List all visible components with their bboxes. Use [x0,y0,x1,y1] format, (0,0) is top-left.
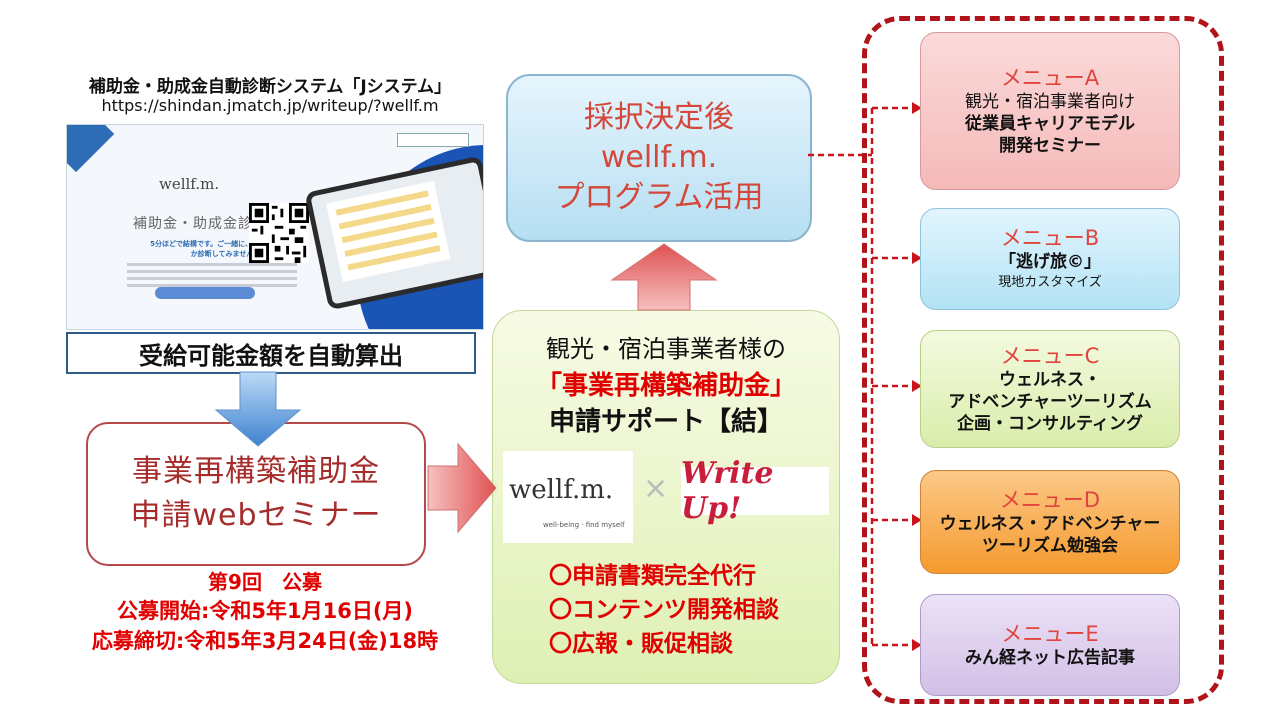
start-date: 公募開始:令和5年1月16日(月) [116,599,414,623]
service-item: 〇申請書類完全代行 [549,563,756,589]
program-box: 採択決定後 wellf.m. プログラム活用 [506,74,812,242]
deadline-date: 応募締切:令和5年3月24日(金)18時 [91,629,439,653]
down-arrow-icon [214,371,302,447]
menu-a-title: メニューA [1000,66,1100,90]
menu-d-line: ウェルネス・アドベンチャー [939,514,1161,534]
arrowhead-icon [912,514,922,526]
menu-c-line: 企画・コンサルティング [957,414,1143,434]
program-line-3: プログラム活用 [554,180,764,215]
arrowhead-icon [912,639,922,651]
menu-a-line: 観光・宿泊事業者向け [965,92,1135,112]
support-box: 観光・宿泊事業者様の 「事業再構築補助金」 申請サポート【結】 wellf.m.… [492,310,840,684]
menu-d-title: メニューD [999,488,1101,512]
auto-calc-caption: 受給可能金額を自動算出 [66,332,476,374]
menu-b-line: 「逃げ旅©」 [999,252,1101,272]
round-label: 第9回 公募 [208,570,322,594]
arrowhead-icon [912,252,922,264]
menu-b-subline: 現地カスタマイズ [998,275,1102,290]
service-item: 〇広報・販促相談 [549,631,733,657]
menu-e-title: メニューE [1001,622,1099,646]
screenshot-start-button [155,287,255,299]
right-arrow-icon [427,442,497,534]
support-line-2: 「事業再構築補助金」 [535,371,796,401]
service-item: 〇コンテンツ開発相談 [549,597,779,623]
application-dates: 第9回 公募 公募開始:令和5年1月16日(月) 応募締切:令和5年3月24日(… [30,568,500,656]
menu-d-box[interactable]: メニューD ウェルネス・アドベンチャー ツーリズム勉強会 [920,470,1180,574]
support-line-1: 観光・宿泊事業者様の [546,335,786,363]
menu-b-box[interactable]: メニューB 「逃げ旅©」 現地カスタマイズ [920,208,1180,310]
jsystem-title: 補助金・助成金自動診断システム「Jシステム」 [88,77,452,97]
support-services-list: 〇申請書類完全代行 〇コンテンツ開発相談 〇広報・販促相談 [549,559,779,661]
menu-b-title: メニューB [1000,226,1100,250]
menu-group-frame [862,16,1224,704]
seminar-box[interactable]: 事業再構築補助金 申請webセミナー [86,422,426,566]
wellfm-logo: wellf.m. well-being · find myself [503,451,633,543]
menu-c-line: ウェルネス・ [999,370,1101,390]
menu-a-line: 開発セミナー [999,136,1101,156]
menu-c-title: メニューC [1000,344,1100,368]
menu-a-box[interactable]: メニューA 観光・宿泊事業者向け 従業員キャリアモデル 開発セミナー [920,32,1180,190]
screenshot-tagline: 5分ほどで結構です。ご一緒に、いくら受給できるか診断してみませんか。 [150,240,308,258]
times-icon: × [643,471,669,506]
jsystem-url[interactable]: https://shindan.jmatch.jp/writeup/?wellf… [101,96,439,115]
jsystem-screenshot: wellf.m. 補助金・助成金診断 5分ほどで結構です。ご一緒に、いくら受給で… [66,124,484,330]
seminar-title: 事業再構築補助金 [132,454,380,489]
arrowhead-icon [912,102,922,114]
menu-d-line: ツーリズム勉強会 [982,536,1118,556]
screenshot-heading: 補助金・助成金診断 [133,216,268,232]
menu-c-box[interactable]: メニューC ウェルネス・ アドベンチャーツーリズム 企画・コンサルティング [920,330,1180,448]
screenshot-top-button [397,133,469,147]
menu-e-line: みん経ネット広告記事 [965,648,1135,668]
screenshot-logo: wellf.m. [159,175,220,193]
wellfm-logo-text: wellf.m. [509,475,614,505]
up-arrow-icon [610,243,718,311]
menu-e-box[interactable]: メニューE みん経ネット広告記事 [920,594,1180,696]
seminar-subtitle: 申請webセミナー [130,498,382,533]
qr-code-icon [249,203,309,263]
screenshot-body-text [127,263,297,291]
wellfm-logo-sub: well-being · find myself [543,521,625,529]
menu-c-line: アドベンチャーツーリズム [948,392,1152,412]
support-line-3: 申請サポート【結】 [548,407,783,437]
arrowhead-icon [912,380,922,392]
program-line-1: 採択決定後 [584,100,734,135]
program-line-2: wellf.m. [600,140,718,175]
menu-a-line: 従業員キャリアモデル [965,114,1135,134]
